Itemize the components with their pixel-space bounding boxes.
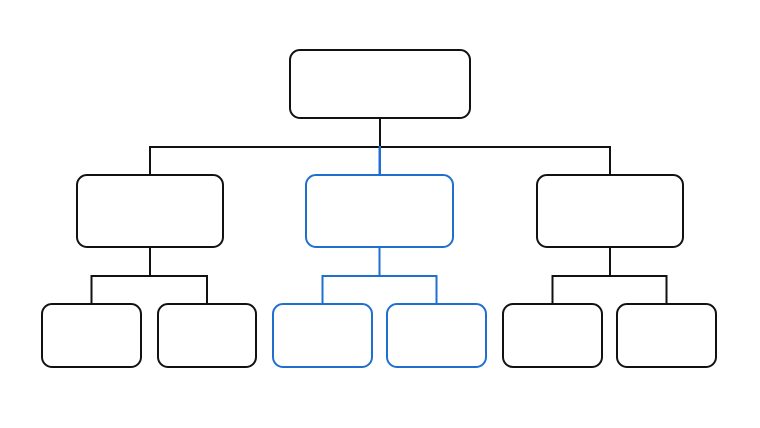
org-node-level1-center[interactable] <box>305 174 454 248</box>
org-node-level2-left-a[interactable] <box>41 303 142 368</box>
node-boxes <box>41 49 717 368</box>
org-node-level2-right-b[interactable] <box>616 303 717 368</box>
org-node-level2-center-b[interactable] <box>386 303 487 368</box>
org-node-level2-center-a[interactable] <box>272 303 373 368</box>
org-node-level2-left-b[interactable] <box>157 303 257 368</box>
org-node-level2-right-a[interactable] <box>502 303 603 368</box>
org-node-level1-right[interactable] <box>536 174 684 248</box>
org-node-level1-left[interactable] <box>76 174 224 248</box>
org-node-root[interactable] <box>289 49 471 119</box>
connector-lines <box>90 117 668 305</box>
